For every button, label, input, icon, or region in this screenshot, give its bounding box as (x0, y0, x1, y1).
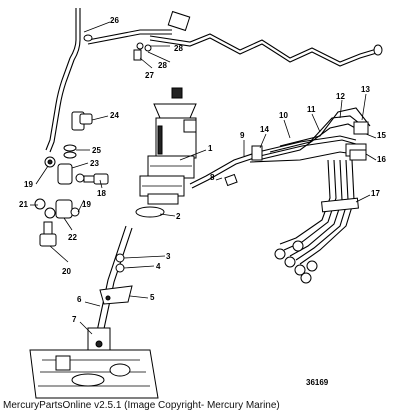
callout-12: 12 (336, 92, 345, 101)
callout-16: 16 (377, 155, 386, 164)
callout-21: 21 (19, 200, 28, 209)
injection-pipes (189, 107, 371, 284)
figure-number: 36169 (306, 378, 329, 387)
callout-5: 5 (150, 293, 155, 302)
leader-lines (30, 21, 377, 335)
callout-labels: 1 2 3 4 5 6 7 8 9 10 11 12 13 14 15 16 1… (19, 16, 386, 324)
callout-10: 10 (279, 111, 288, 120)
return-line (45, 8, 383, 153)
fuel-injector (135, 87, 197, 218)
callout-27: 27 (145, 71, 154, 80)
callout-9: 9 (240, 131, 245, 140)
cylinder-head (29, 349, 159, 399)
callout-13: 13 (361, 85, 370, 94)
callout-20: 20 (62, 267, 71, 276)
callout-26: 26 (110, 16, 119, 25)
callout-28a: 28 (174, 44, 183, 53)
copyright-notice: MercuryPartsOnline v2.5.1 (Image Copyrig… (3, 400, 280, 411)
callout-8: 8 (210, 173, 215, 182)
callout-28b: 28 (158, 61, 167, 70)
banjo-fittings (34, 111, 109, 247)
callout-15: 15 (377, 131, 386, 140)
callout-11: 11 (307, 105, 316, 114)
callout-25: 25 (92, 146, 101, 155)
callout-24: 24 (110, 111, 119, 120)
callout-2: 2 (176, 212, 181, 221)
callout-1: 1 (208, 144, 213, 153)
callout-23: 23 (90, 159, 99, 168)
callout-3: 3 (166, 252, 171, 261)
callout-22: 22 (68, 233, 77, 242)
callout-19b: 19 (82, 200, 91, 209)
callout-4: 4 (156, 262, 161, 271)
callout-18: 18 (97, 189, 106, 198)
callout-7: 7 (72, 315, 77, 324)
callout-19a: 19 (24, 180, 33, 189)
callout-17: 17 (371, 189, 380, 198)
clamp-assembly (87, 225, 133, 353)
callout-6: 6 (77, 295, 82, 304)
callout-14: 14 (260, 125, 269, 134)
